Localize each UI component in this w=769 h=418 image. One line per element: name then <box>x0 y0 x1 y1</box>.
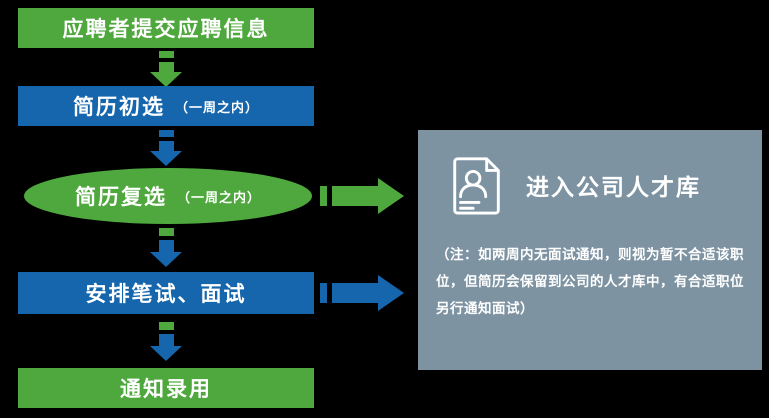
arrow-stripe <box>158 228 174 236</box>
arrow-stripe <box>158 322 174 330</box>
flow-step-duration-note: （一周之内） <box>176 190 261 206</box>
arrow-bar <box>158 62 174 72</box>
arrow-head <box>150 346 182 361</box>
flow-step-duration-note: （一周之内） <box>174 100 259 116</box>
flow-step-resume-second-screening: 简历复选 （一周之内） <box>24 168 312 224</box>
arrow-head <box>150 151 182 166</box>
arrow-head <box>378 178 404 214</box>
flow-step-arrange-test-interview: 安排笔试、面试 <box>18 272 314 314</box>
arrow-bar <box>158 334 174 346</box>
down-arrow-icon <box>150 130 182 166</box>
arrow-bar <box>332 186 378 206</box>
flow-step-label: 通知录用 <box>120 377 212 401</box>
arrow-stripe <box>158 130 174 137</box>
arrow-stripe <box>158 51 174 58</box>
flow-step-notify-employment: 通知录用 <box>18 368 314 408</box>
flow-step-label: 简历复选 <box>74 185 167 209</box>
right-arrow-icon <box>320 178 404 214</box>
arrow-bar <box>158 141 174 151</box>
down-arrow-icon <box>150 228 182 267</box>
flow-step-resume-first-screening: 简历初选 （一周之内） <box>18 86 314 126</box>
talent-pool-header: 进入公司人才库 <box>446 154 746 216</box>
flow-step-label: 简历初选 <box>72 95 165 119</box>
arrow-head <box>378 275 404 311</box>
down-arrow-icon <box>150 322 182 361</box>
talent-pool-note: （注：如两周内无面试通知，则视为暂不合适该职位，但简历会保留到公司的人才库中，有… <box>436 247 744 317</box>
flow-step-label: 应聘者提交应聘信息 <box>62 17 270 41</box>
arrow-bar <box>158 240 174 252</box>
flow-step-label: 安排笔试、面试 <box>85 282 247 306</box>
down-arrow-icon <box>150 51 182 87</box>
arrow-bar <box>332 283 378 303</box>
arrow-head <box>150 72 182 87</box>
arrow-stripe <box>320 283 327 303</box>
talent-pool-panel: 进入公司人才库 （注：如两周内无面试通知，则视为暂不合适该职位，但简历会保留到公… <box>418 130 762 370</box>
right-arrow-icon <box>320 275 404 311</box>
flow-step-submit-application: 应聘者提交应聘信息 <box>18 8 314 48</box>
talent-pool-title: 进入公司人才库 <box>526 175 701 201</box>
arrow-stripe <box>320 186 327 206</box>
arrow-head <box>150 252 182 267</box>
document-person-icon <box>446 154 508 216</box>
